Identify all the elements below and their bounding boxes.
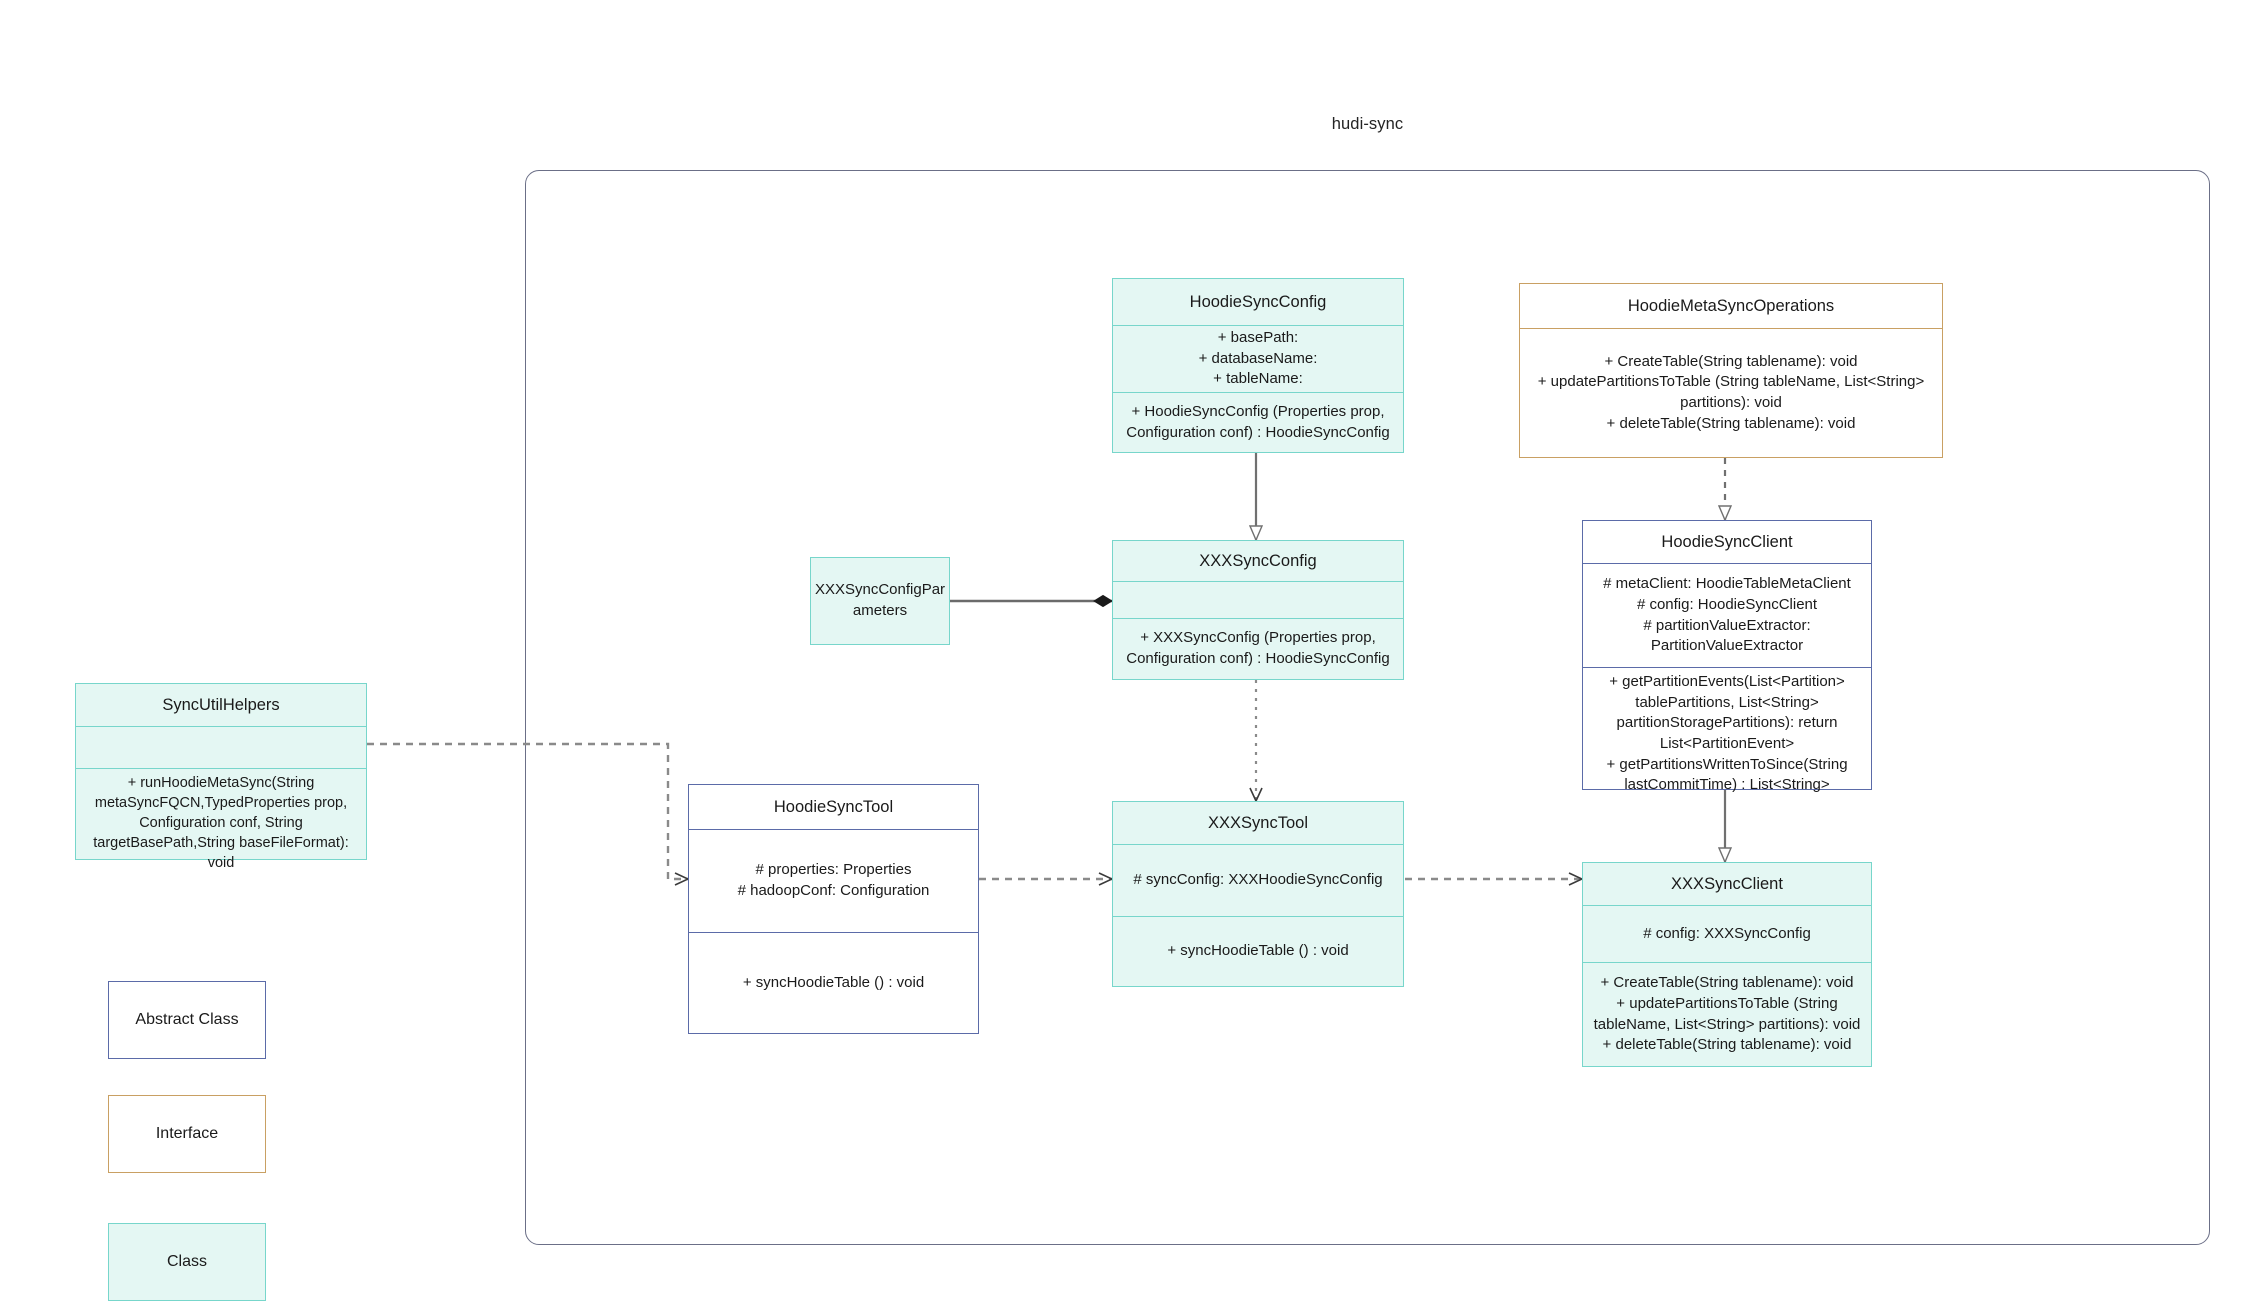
legend-label: Interface — [155, 1125, 219, 1142]
class-operations: + CreateTable(String tablename): void + … — [1583, 962, 1871, 1066]
interface-operations: + CreateTable(String tablename): void + … — [1520, 328, 1942, 457]
class-xxx-sync-client[interactable]: XXXSyncClient # config: XXXSyncConfig + … — [1582, 862, 1872, 1067]
class-operations: + syncHoodieTable () : void — [689, 932, 978, 1033]
class-title: HoodieSyncConfig — [1189, 292, 1327, 311]
legend-interface: Interface — [108, 1095, 266, 1173]
class-xxx-sync-tool[interactable]: XXXSyncTool # syncConfig: XXXHoodieSyncC… — [1112, 801, 1404, 987]
legend-label: Abstract Class — [135, 1011, 239, 1028]
class-hoodie-sync-client[interactable]: HoodieSyncClient # metaClient: HoodieTab… — [1582, 520, 1872, 793]
package-title: hudi-sync — [1331, 115, 1404, 133]
class-operations: + getPartitionEvents(List<Partition> tab… — [1583, 667, 1871, 800]
class-xxx-sync-config[interactable]: XXXSyncConfig + XXXSyncConfig (Propertie… — [1112, 540, 1404, 680]
class-operations: + runHoodieMetaSync(String metaSyncFQCN,… — [76, 768, 366, 877]
class-title: XXXSyncClient — [1671, 874, 1783, 893]
class-attributes: # config: XXXSyncConfig — [1583, 905, 1871, 962]
class-attributes: + basePath: + databaseName: + tableName: — [1113, 325, 1403, 392]
class-title: XXXSyncTool — [1208, 813, 1308, 832]
class-title: XXXSyncConfigPar ameters — [814, 581, 946, 619]
class-hoodie-sync-config[interactable]: HoodieSyncConfig + basePath: + databaseN… — [1112, 278, 1404, 453]
class-attributes: # properties: Properties # hadoopConf: C… — [689, 829, 978, 932]
class-operations: + XXXSyncConfig (Properties prop, Config… — [1113, 618, 1403, 679]
class-attributes — [1113, 581, 1403, 618]
class-title: HoodieSyncClient — [1661, 532, 1793, 551]
class-operations: + HoodieSyncConfig (Properties prop, Con… — [1113, 392, 1403, 452]
interface-title: HoodieMetaSyncOperations — [1627, 296, 1835, 315]
legend-class: Class — [108, 1223, 266, 1301]
class-attributes — [76, 726, 366, 768]
class-title: SyncUtilHelpers — [162, 695, 280, 714]
package-hudi-sync: hudi-sync — [525, 115, 2210, 1245]
class-title: HoodieSyncTool — [773, 797, 894, 816]
legend-abstract-class: Abstract Class — [108, 981, 266, 1059]
class-attributes: # syncConfig: XXXHoodieSyncConfig — [1113, 844, 1403, 916]
class-operations: + syncHoodieTable () : void — [1113, 916, 1403, 986]
interface-hoodie-meta-sync-operations[interactable]: HoodieMetaSyncOperations + CreateTable(S… — [1519, 283, 1943, 458]
class-sync-util-helpers[interactable]: SyncUtilHelpers + runHoodieMetaSync(Stri… — [75, 683, 367, 871]
class-attributes: # metaClient: HoodieTableMetaClient # co… — [1583, 563, 1871, 667]
class-xxx-sync-config-parameters[interactable]: XXXSyncConfigPar ameters — [810, 557, 950, 645]
class-title: XXXSyncConfig — [1199, 551, 1317, 570]
class-hoodie-sync-tool[interactable]: HoodieSyncTool # properties: Properties … — [688, 784, 979, 1034]
legend-label: Class — [166, 1253, 207, 1270]
